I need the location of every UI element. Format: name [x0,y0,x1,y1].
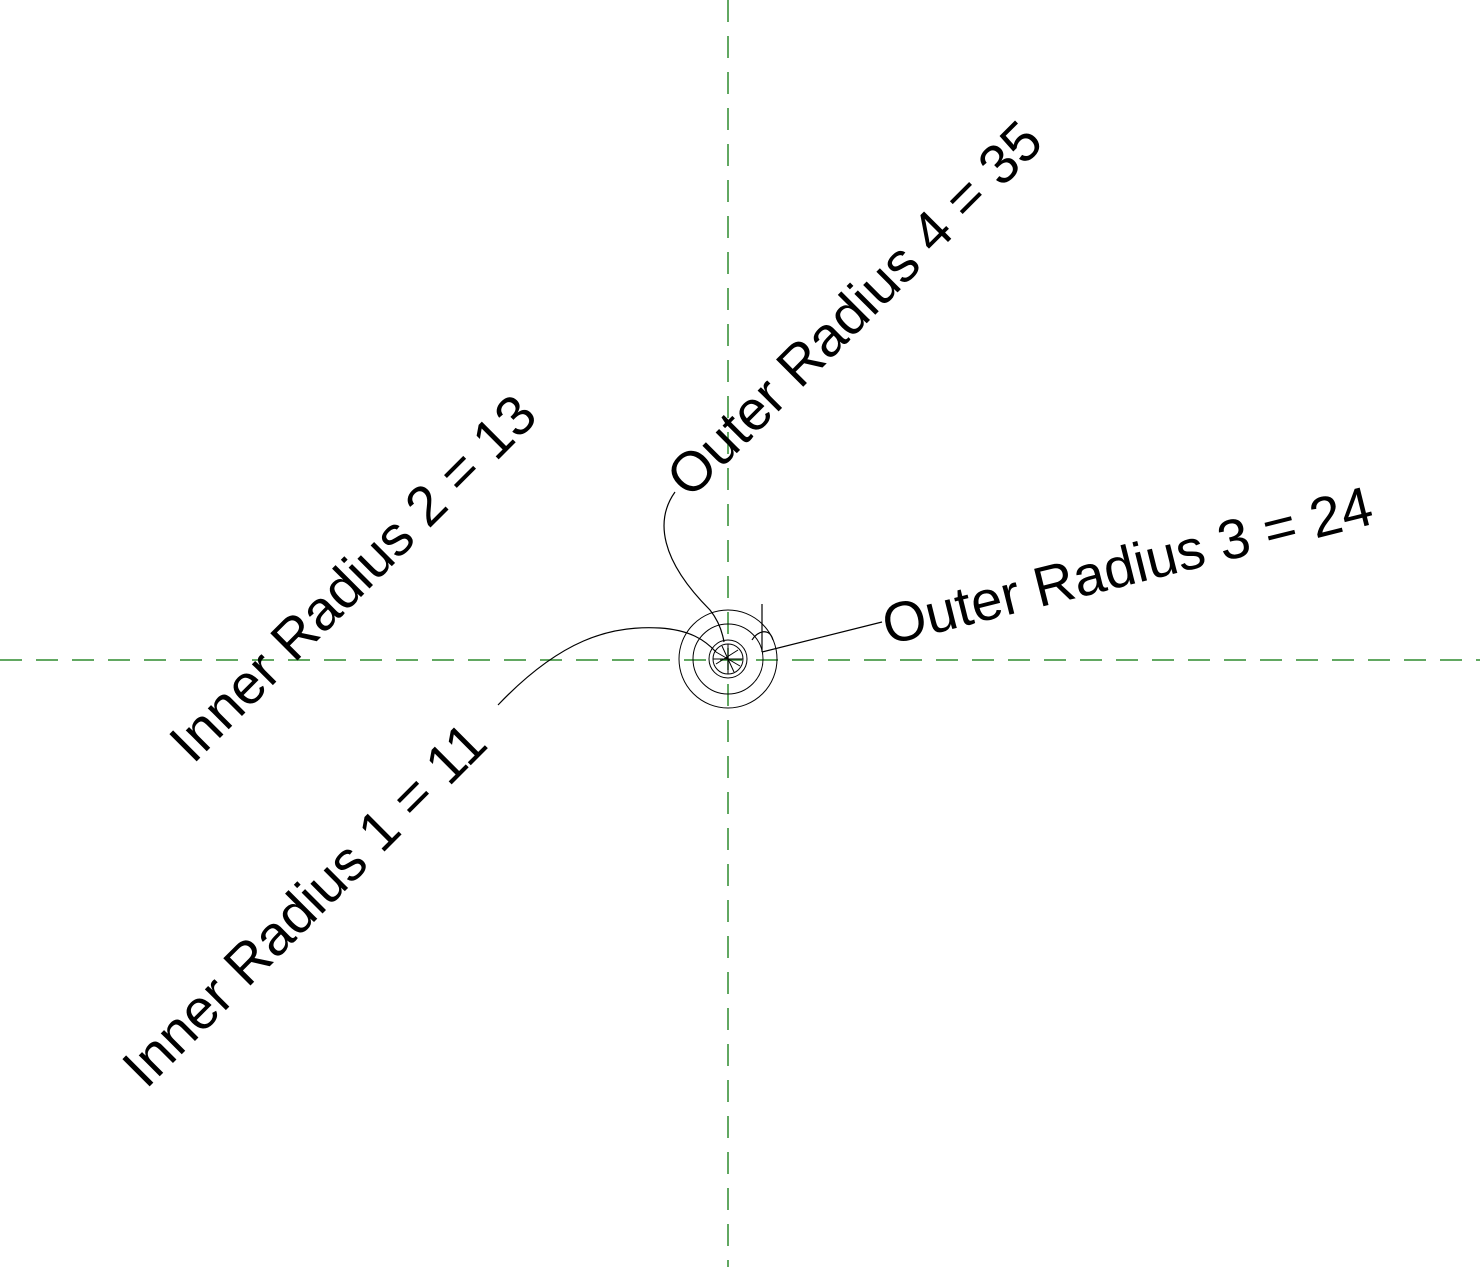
label-outer-radius-4[interactable]: Outer Radius 4 = 35 [654,108,1054,508]
label-outer-radius-3[interactable]: Outer Radius 3 = 24 [876,474,1379,657]
outer-circle-3[interactable] [692,623,764,695]
inner-circle-2[interactable] [708,639,748,679]
label-inner-radius-2[interactable]: Inner Radius 2 = 13 [157,382,548,773]
label-inner-radius-1[interactable]: Inner Radius 1 = 11 [110,710,498,1098]
leader-outer-radius-3 [761,621,883,653]
circle-hatch [713,644,743,674]
outer-circle-4[interactable] [678,609,778,709]
leader-outer-radius-4 [663,491,725,643]
leader-inner-radius-1 [497,627,717,706]
radius-geometry [678,609,778,709]
leader-tick-outer-radius-4 [751,604,774,652]
